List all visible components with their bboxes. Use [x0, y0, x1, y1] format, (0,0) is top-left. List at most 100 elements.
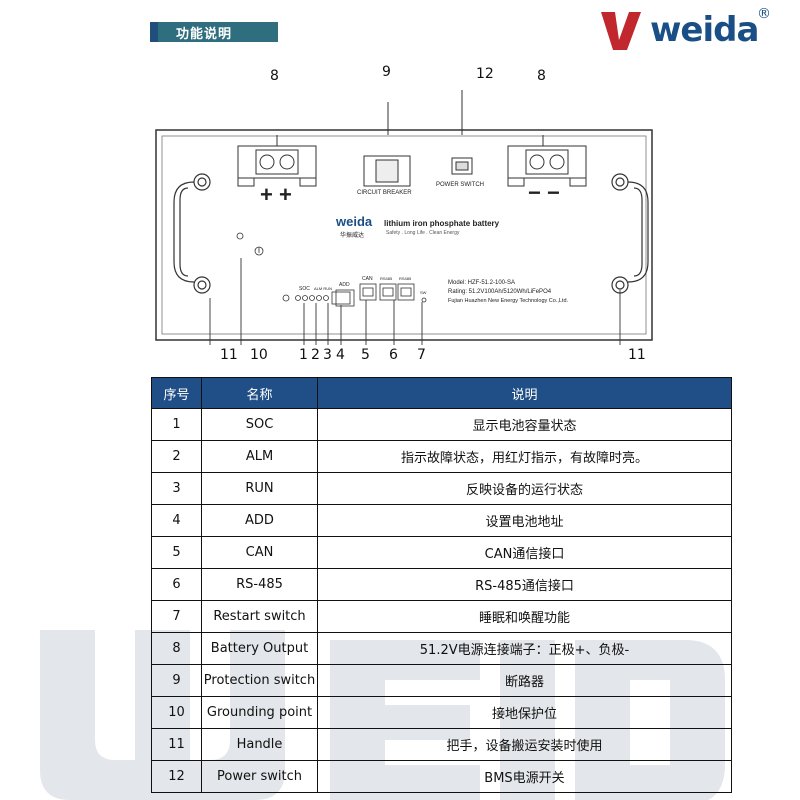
restart-switch	[421, 297, 427, 303]
handle-left	[173, 173, 211, 294]
header-no: 序号	[151, 377, 202, 409]
positive-symbols: + +	[260, 182, 292, 207]
negative-symbols: − −	[528, 180, 560, 205]
header-name: 名称	[201, 377, 318, 409]
power-switch-label: POWER SWITCH	[436, 182, 484, 188]
product-name: lithium iron phosphate battery	[384, 219, 500, 228]
callout-11-right: 11	[628, 347, 646, 363]
table-header-row: 序号 名称 说明	[151, 377, 732, 409]
callout-4: 4	[336, 347, 345, 363]
positive-terminal	[237, 135, 317, 187]
brand-logo-icon	[601, 12, 641, 50]
cell-desc: BMS电源开关	[317, 760, 732, 793]
rs485-label-a: RS485	[380, 276, 393, 281]
cell-desc: 把手，设备搬运安装时使用	[317, 728, 732, 761]
cell-no: 6	[151, 568, 202, 601]
section-header: 功能说明	[150, 22, 278, 42]
can-port	[359, 283, 377, 301]
can-label: CAN	[362, 276, 373, 282]
cell-desc: 断路器	[317, 664, 732, 697]
rating-text: Rating: 51.2V100Ah/5120Wh/LiFePO4	[448, 289, 552, 295]
cell-no: 11	[151, 728, 202, 761]
company-text: Fujian Huazhen New Energy Technology Co.…	[448, 298, 569, 304]
cell-no: 9	[151, 664, 202, 697]
cell-no: 5	[151, 536, 202, 569]
circuit-breaker-label: CIRCUIT BREAKER	[357, 190, 412, 196]
cell-desc: 接地保护位	[317, 696, 732, 729]
cell-desc: RS-485通信接口	[317, 568, 732, 601]
cell-desc: CAN通信接口	[317, 536, 732, 569]
callout-5: 5	[361, 347, 370, 363]
panel-logo: weida	[336, 214, 373, 229]
alm-run-label: ALM RUN	[314, 286, 333, 291]
cell-no: 12	[151, 760, 202, 793]
cell-desc: 睡眠和唤醒功能	[317, 600, 732, 633]
cell-no: 4	[151, 504, 202, 537]
cell-name: ADD	[201, 504, 318, 537]
cell-name: Protection switch	[201, 664, 318, 697]
registered-mark: ®	[757, 6, 771, 22]
cell-desc: 显示电池容量状态	[317, 408, 732, 441]
callout-1: 1	[299, 347, 308, 363]
add-dip-switch	[331, 289, 355, 307]
cell-no: 7	[151, 600, 202, 633]
cell-desc: 指示故障状态，用红灯指示，有故障时亮。	[317, 440, 732, 473]
cell-name: Power switch	[201, 760, 318, 793]
cell-name: Restart switch	[201, 600, 318, 633]
indicator-leds	[282, 294, 329, 302]
rs485-ports	[379, 283, 415, 301]
add-label: ADD	[339, 282, 350, 288]
handle-right	[611, 173, 649, 294]
header-desc: 说明	[317, 377, 732, 409]
callout-2: 2	[311, 347, 320, 363]
negative-terminal	[507, 135, 587, 187]
callout-8-right: 8	[537, 68, 546, 84]
cell-no: 2	[151, 440, 202, 473]
callout-10: 10	[250, 347, 268, 363]
callout-12: 12	[476, 66, 494, 82]
power-switch	[451, 90, 473, 175]
cell-desc: 设置电池地址	[317, 504, 732, 537]
cell-name: Grounding point	[201, 696, 318, 729]
callout-7: 7	[417, 347, 426, 363]
cell-name: Battery Output	[201, 632, 318, 665]
section-title: 功能说明	[176, 26, 233, 42]
slogan: Safety . Long Life . Clean Energy	[386, 230, 460, 236]
cell-desc: 反映设备的运行状态	[317, 472, 732, 505]
callout-6: 6	[389, 347, 398, 363]
brand-logo-text: weida	[650, 10, 759, 50]
cell-name: Handle	[201, 728, 318, 761]
cell-name: RS-485	[201, 568, 318, 601]
cell-no: 1	[151, 408, 202, 441]
cell-no: 3	[151, 472, 202, 505]
circuit-breaker	[363, 102, 411, 187]
cell-no: 8	[151, 632, 202, 665]
soc-label: SOC	[299, 286, 310, 292]
callout-3: 3	[323, 347, 332, 363]
battery-front-panel-diagram: 8 9 12 8 11 10 1 2 3 4 5 6 7 11 + + − − …	[150, 60, 660, 370]
cell-desc: 51.2V电源连接端子：正极+、负极-	[317, 632, 732, 665]
sw-label: SW	[420, 290, 427, 295]
cell-name: RUN	[201, 472, 318, 505]
cell-name: SOC	[201, 408, 318, 441]
panel-drawing	[155, 90, 653, 345]
model-text: Model: HZF-51.2-100-SA	[448, 280, 516, 286]
grounding-point-icon	[236, 232, 264, 256]
panel-logo-sub: 华振威达	[340, 233, 365, 239]
callout-8-left: 8	[270, 68, 279, 84]
rs485-label-b: RS485	[399, 276, 412, 281]
callout-9: 9	[382, 64, 391, 80]
